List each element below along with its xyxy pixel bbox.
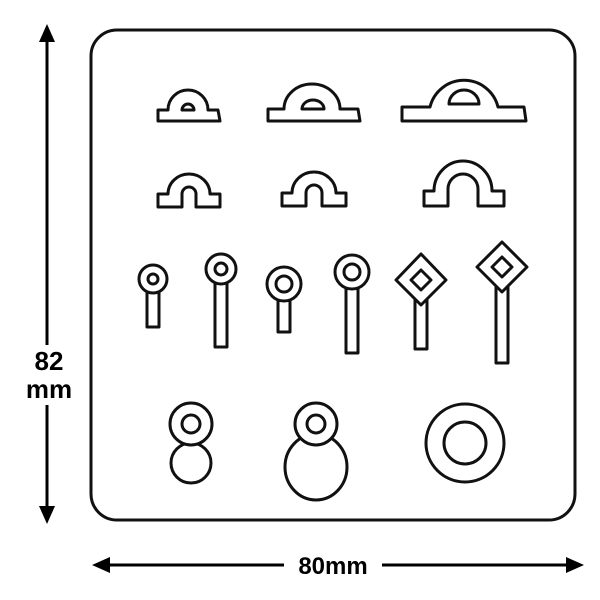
height-value-label: 82: [35, 346, 64, 376]
omega-bail-large: [422, 159, 506, 208]
half-dome-bail-large: [400, 78, 528, 123]
omega-bail-medium: [280, 170, 348, 208]
width-dimension: 80mm: [92, 553, 584, 580]
half-dome-bail-small: [156, 88, 222, 123]
ring-charm: [424, 402, 506, 484]
ring-pin-3: [265, 265, 303, 334]
diamond-pin-large: [475, 240, 529, 365]
half-dome-bail-medium: [266, 82, 362, 123]
height-dimension: 82 mm: [26, 24, 72, 524]
ring-pin-4: [333, 253, 371, 355]
width-arrow-right-head: [566, 557, 584, 573]
pendant-charm-small: [168, 401, 214, 485]
omega-bail-small: [156, 172, 222, 209]
mold-sheet: [89, 28, 577, 522]
ring-pin-2: [204, 252, 238, 349]
ring-pin-1: [137, 263, 169, 329]
height-arrow-down-head: [39, 506, 55, 524]
diamond-pin-small: [394, 252, 448, 351]
width-arrow-left-head: [92, 557, 110, 573]
height-unit-label: mm: [26, 374, 72, 404]
width-label: 80mm: [298, 553, 367, 580]
pendant-charm-large: [283, 401, 349, 502]
height-arrow-up-head: [39, 24, 55, 42]
